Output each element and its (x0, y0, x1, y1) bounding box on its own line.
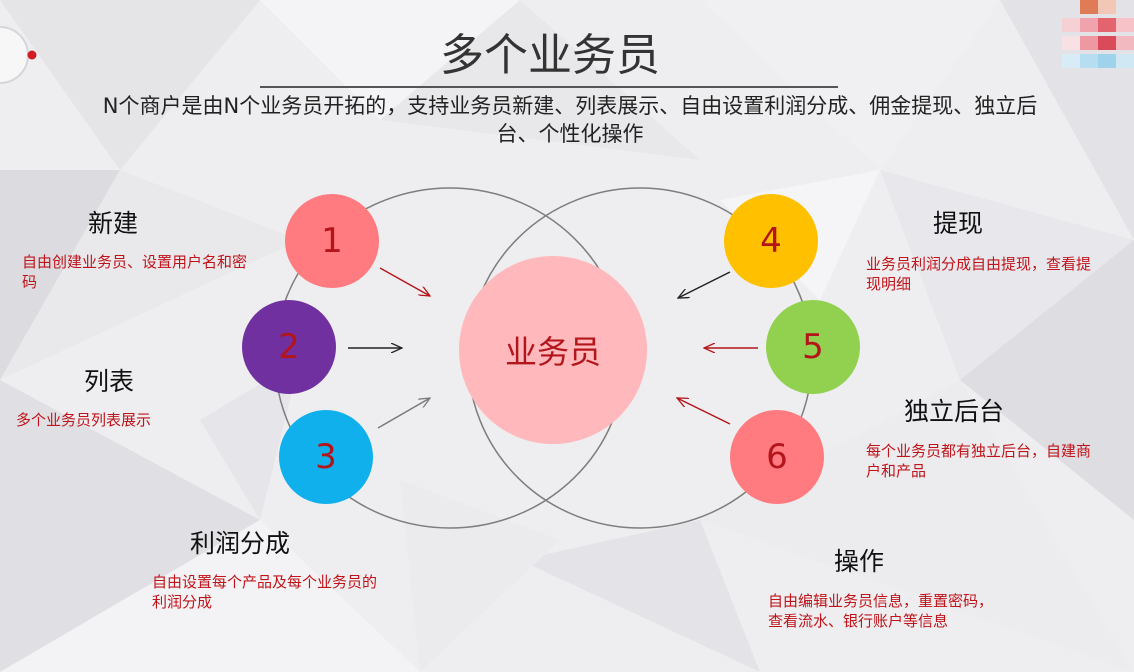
center-circle: 业务员 (459, 256, 647, 444)
node-number-1: 1 (321, 221, 343, 261)
feature-desc-3: 自由设置每个产品及每个业务员的利润分成 (152, 573, 378, 611)
blurred-avatar-image (1062, 0, 1134, 72)
corner-dot (27, 50, 37, 60)
node-circle-4: 4 (724, 194, 818, 288)
arrow-3 (377, 398, 430, 429)
node-number-3: 3 (315, 437, 337, 477)
node-circle-6: 6 (730, 410, 824, 504)
arrow-4 (678, 271, 731, 298)
node-number-4: 4 (760, 221, 782, 261)
feature-title-2: 列表 (84, 367, 135, 396)
feature-title-6: 操作 (834, 547, 885, 576)
arrow-6 (677, 398, 731, 425)
node-number-5: 5 (802, 327, 824, 367)
feature-desc-1: 自由创建业务员、设置用户名和密码 (22, 253, 248, 291)
node-circle-3: 3 (279, 410, 373, 504)
feature-title-1: 新建 (88, 209, 139, 238)
feature-desc-2: 多个业务员列表展示 (16, 411, 152, 429)
node-number-6: 6 (766, 437, 788, 477)
page-subtitle: N个商户是由N个业务员开拓的，支持业务员新建、列表展示、自由设置利润分成、佣金提… (102, 94, 1038, 146)
node-circle-5: 5 (766, 300, 860, 394)
feature-title-3: 利润分成 (190, 529, 291, 558)
feature-desc-5: 每个业务员都有独立后台，自建商户和产品 (866, 442, 1092, 480)
feature-desc-6: 自由编辑业务员信息，重置密码，查看流水、银行账户等信息 (768, 592, 994, 630)
node-circle-1: 1 (285, 194, 379, 288)
node-number-2: 2 (278, 327, 300, 367)
feature-desc-4: 业务员利润分成自由提现，查看提现明细 (866, 255, 1092, 293)
arrow-1 (379, 267, 430, 296)
center-label: 业务员 (504, 333, 601, 371)
feature-title-4: 提现 (933, 209, 984, 238)
page-title: 多个业务员 (440, 30, 660, 81)
node-circle-2: 2 (242, 300, 336, 394)
feature-title-5: 独立后台 (904, 397, 1005, 426)
title-divider (260, 86, 838, 88)
